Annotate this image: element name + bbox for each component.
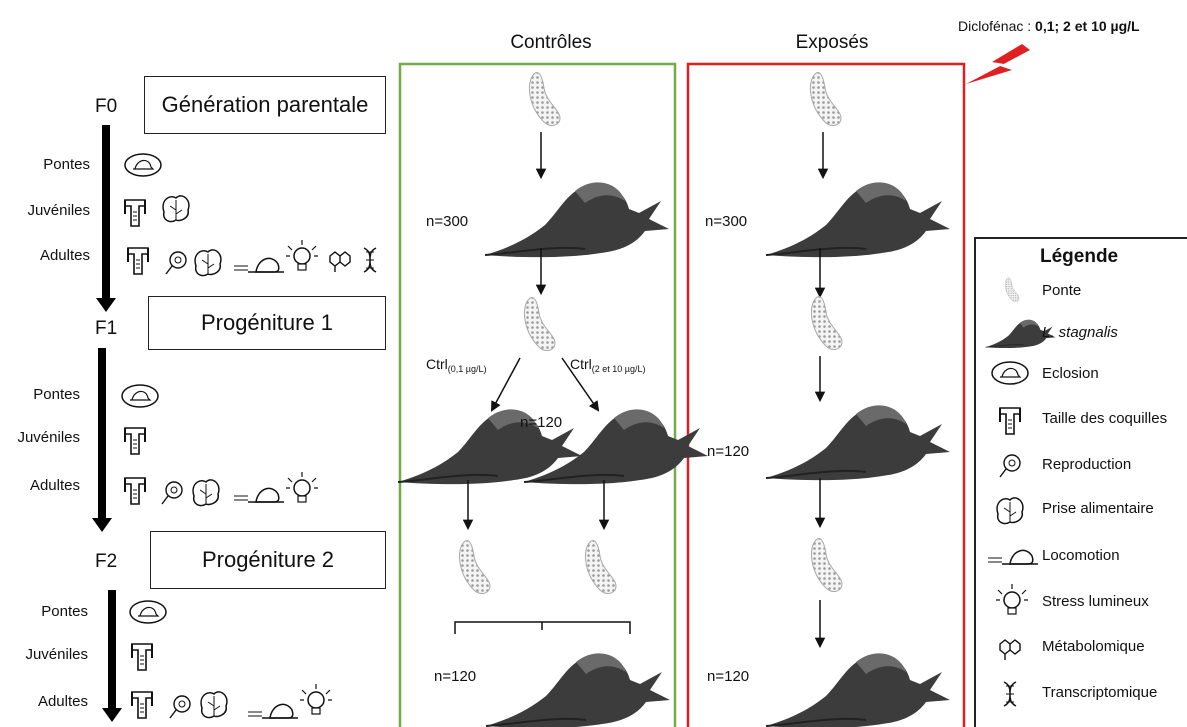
stage-label-juveniles: Juvéniles — [27, 202, 90, 219]
stage-label-adultes: Adultes — [37, 693, 88, 710]
lettuce-icon — [162, 195, 190, 223]
count-label: n=120 — [707, 668, 750, 685]
exposed-frame — [686, 62, 966, 727]
caliper-icon — [131, 643, 153, 671]
caliper-icon — [124, 477, 146, 505]
ctrl-high-label: Ctrl(2 et 10 µg/L) — [570, 356, 646, 374]
diclofenac-label: Diclofénac : 0,1; 2 et 10 µg/L — [958, 18, 1140, 34]
lettuce-icon — [996, 497, 1024, 525]
legend-title: Légende — [1040, 246, 1119, 267]
egg-mass-icon — [809, 72, 842, 126]
moving-snail-icon — [247, 703, 299, 719]
legend-item-label: L. stagnalis — [1042, 324, 1118, 341]
egg-mass-icon — [810, 296, 843, 350]
egg-mass-icon — [523, 297, 556, 351]
generation-code-f0: F0 — [95, 96, 118, 117]
egg-mass-icon — [528, 72, 561, 126]
lettuce-icon — [192, 479, 220, 507]
stage-label-pontes: Pontes — [41, 603, 88, 620]
moving-snail-icon — [233, 257, 285, 273]
lettuce-icon — [200, 691, 228, 719]
moving-snail-icon — [233, 487, 285, 503]
legend-item-label: Taille des coquilles — [1042, 410, 1168, 427]
generation-code-f2: F2 — [95, 551, 118, 572]
egg-mass-icon — [810, 538, 843, 592]
stage-label-pontes: Pontes — [43, 156, 90, 173]
hatching-icon — [129, 600, 167, 624]
snail-icon — [765, 404, 951, 482]
legend-item-label: Locomotion — [1042, 547, 1120, 564]
stage-label-adultes: Adultes — [39, 247, 90, 264]
stage-label-juveniles: Juvéniles — [25, 646, 88, 663]
snail-icon — [765, 181, 951, 259]
legend-item-label: Transcriptomique — [1042, 684, 1158, 701]
lightning-icon — [966, 44, 1030, 84]
generation-code-f1: F1 — [95, 318, 118, 339]
legend-item-label: Métabolomique — [1042, 638, 1145, 655]
egg-mass-icon — [458, 540, 491, 594]
controls-title: Contrôles — [510, 32, 592, 53]
exposed-title: Exposés — [795, 32, 869, 53]
reproduction-icon — [169, 695, 191, 719]
egg-mass-icon — [584, 540, 617, 594]
stage-label-pontes: Pontes — [33, 386, 80, 403]
lightbulb-icon — [285, 471, 319, 503]
caliper-icon — [131, 691, 153, 719]
generation-box-f0: Génération parentale — [144, 76, 386, 134]
lightbulb-icon — [285, 239, 319, 271]
generation-box-f2: Progéniture 2 — [150, 531, 386, 589]
generation-box-f1: Progéniture 1 — [148, 296, 386, 350]
legend-item-label: Ponte — [1042, 282, 1082, 299]
controls-frame — [398, 62, 677, 727]
hexagon-molecule-icon — [329, 251, 351, 273]
hatching-icon — [124, 153, 162, 177]
lettuce-icon — [194, 249, 222, 277]
count-label: n=120 — [520, 414, 563, 431]
stage-label-adultes: Adultes — [29, 477, 80, 494]
caliper-icon — [127, 247, 149, 275]
dna-icon — [363, 247, 377, 273]
ctrl-low-label: Ctrl(0,1 µg/L) — [426, 356, 487, 374]
legend-frame — [974, 237, 1187, 727]
count-label: n=300 — [705, 213, 748, 230]
lightbulb-icon — [299, 683, 333, 715]
reproduction-icon — [165, 251, 187, 275]
reproduction-icon — [161, 481, 183, 505]
caliper-icon — [124, 427, 146, 455]
merge-bracket — [454, 621, 631, 634]
stage-label-juveniles: Juvéniles — [17, 429, 80, 446]
legend-item-label: Prise alimentaire — [1042, 500, 1154, 517]
count-label: n=120 — [434, 668, 477, 685]
hatching-icon — [991, 361, 1029, 385]
snail-icon — [484, 181, 670, 259]
legend-item-label: Stress lumineux — [1042, 593, 1149, 610]
legend-item-label: Reproduction — [1042, 456, 1132, 473]
count-label: n=120 — [707, 443, 750, 460]
caliper-icon — [124, 199, 146, 227]
count-label: n=300 — [426, 213, 469, 230]
legend-item-label: Eclosion — [1042, 365, 1099, 382]
snail-icon — [765, 652, 951, 727]
snail-icon — [485, 652, 671, 727]
hatching-icon — [121, 384, 159, 408]
